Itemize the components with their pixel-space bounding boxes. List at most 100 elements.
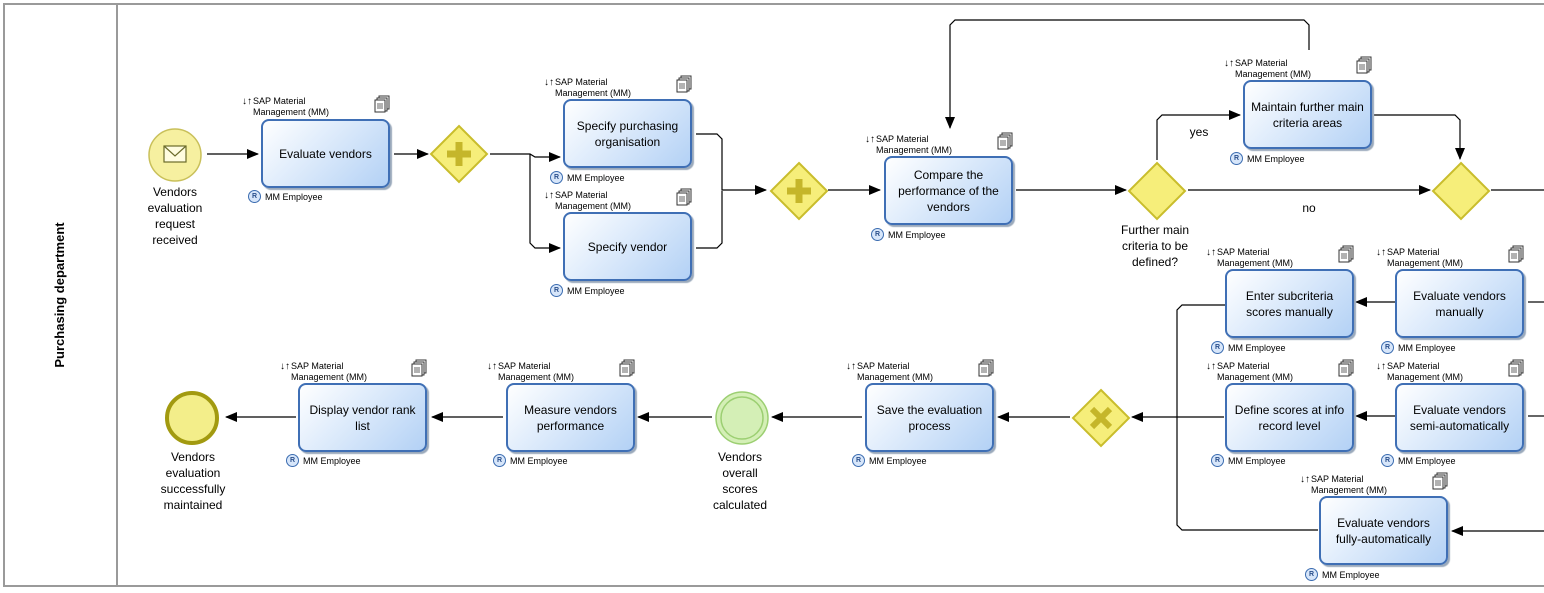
- flow-purchasing-org-to-join: [696, 133, 767, 195]
- task-specify-purchasing-org[interactable]: Specify purchasing organisation: [563, 99, 692, 168]
- document-icon: [676, 188, 692, 206]
- role-icon: R: [493, 454, 506, 467]
- role-icon: R: [1305, 568, 1318, 581]
- document-icon: [676, 75, 692, 93]
- role-icon: R: [1230, 152, 1243, 165]
- role-icon: R: [1381, 341, 1394, 354]
- task-maintain-further-criteria[interactable]: Maintain further main criteria areas: [1243, 80, 1372, 149]
- document-icon: [1432, 472, 1448, 490]
- intermediate-event-label: Vendors overall scores calculated: [712, 450, 768, 512]
- system-label: ↓↑SAP Material Management (MM): [1206, 247, 1294, 268]
- arrows-icon: ↓↑: [544, 77, 554, 88]
- no-label: no: [1302, 201, 1316, 215]
- arrows-icon: ↓↑: [544, 190, 554, 201]
- role-icon: R: [1211, 454, 1224, 467]
- end-event: [165, 391, 219, 445]
- document-icon: [1338, 245, 1354, 263]
- end-event-label: Vendors evaluation successfully maintain…: [160, 450, 226, 512]
- document-icon: [1508, 359, 1524, 377]
- document-icon: [978, 359, 994, 377]
- role-icon: R: [871, 228, 884, 241]
- system-label: ↓↑SAP Material Management (MM): [280, 361, 368, 382]
- flow-split-to-vendor: [529, 154, 561, 253]
- task-save-evaluation[interactable]: Save the evaluation process: [865, 383, 994, 452]
- x-icon: [1089, 406, 1113, 430]
- decision-question-label: Further main criteria to be defined?: [1120, 223, 1190, 269]
- task-evaluate-semi-automatically[interactable]: Evaluate vendors semi-automatically: [1395, 383, 1524, 452]
- document-icon: [1338, 359, 1354, 377]
- arrows-icon: ↓↑: [1376, 247, 1386, 258]
- arrows-icon: ↓↑: [280, 361, 290, 372]
- flow-split-to-purchasing-org: [490, 152, 561, 162]
- system-label: ↓↑SAP Material Management (MM): [1376, 361, 1464, 382]
- task-display-rank-list[interactable]: Display vendor rank list: [298, 383, 427, 452]
- role-icon: R: [550, 171, 563, 184]
- flow-loop-back: [945, 19, 1310, 129]
- system-label: ↓↑SAP Material Management (MM): [1206, 361, 1294, 382]
- system-label: ↓↑SAP Material Management (MM): [544, 77, 632, 98]
- task-define-scores[interactable]: Define scores at info record level: [1225, 383, 1354, 452]
- start-event-label: Vendors evaluation request received: [147, 185, 203, 247]
- document-icon: [997, 132, 1013, 150]
- system-label: ↓↑SAP Material Management (MM): [242, 96, 330, 117]
- system-label: ↓↑SAP Material Management (MM): [487, 361, 575, 382]
- task-compare-performance[interactable]: Compare the performance of the vendors: [884, 156, 1013, 225]
- yes-label: yes: [1189, 125, 1209, 139]
- document-icon: [619, 359, 635, 377]
- arrows-icon: ↓↑: [242, 96, 252, 107]
- system-label: ↓↑SAP Material Management (MM): [865, 134, 953, 155]
- arrows-icon: ↓↑: [1206, 247, 1216, 258]
- plus-icon: [787, 179, 811, 203]
- role-icon: R: [1211, 341, 1224, 354]
- task-evaluate-manually[interactable]: Evaluate vendors manually: [1395, 269, 1524, 338]
- document-icon: [1508, 245, 1524, 263]
- lane-header-divider: [116, 3, 118, 587]
- role-icon: R: [1381, 454, 1394, 467]
- flow-vendor-to-join: [696, 191, 723, 249]
- task-specify-vendor[interactable]: Specify vendor: [563, 212, 692, 281]
- system-label: ↓↑SAP Material Management (MM): [1376, 247, 1464, 268]
- merge-gateway: [1431, 161, 1491, 221]
- plus-icon: [447, 142, 471, 166]
- role-icon: R: [286, 454, 299, 467]
- pool-frame: [3, 3, 1544, 587]
- task-enter-subcriteria[interactable]: Enter subcriteria scores manually: [1225, 269, 1354, 338]
- task-evaluate-vendors[interactable]: Evaluate vendors: [261, 119, 390, 188]
- role-icon: R: [550, 284, 563, 297]
- system-label: ↓↑SAP Material Management (MM): [846, 361, 934, 382]
- parallel-split-gateway: [429, 124, 489, 184]
- arrows-icon: ↓↑: [1206, 361, 1216, 372]
- arrows-icon: ↓↑: [1224, 58, 1234, 69]
- role-icon: R: [852, 454, 865, 467]
- decision-gateway: [1127, 161, 1187, 221]
- document-icon: [374, 95, 390, 113]
- system-label: ↓↑SAP Material Management (MM): [1224, 58, 1312, 79]
- intermediate-event: [715, 391, 769, 445]
- arrows-icon: ↓↑: [1376, 361, 1386, 372]
- system-label: ↓↑SAP Material Management (MM): [544, 190, 632, 211]
- task-measure-performance[interactable]: Measure vendors performance: [506, 383, 635, 452]
- role-icon: R: [248, 190, 261, 203]
- flow-decision-yes: [1156, 110, 1241, 160]
- exclusive-gateway: [1071, 388, 1131, 448]
- arrows-icon: ↓↑: [487, 361, 497, 372]
- envelope-icon: [163, 145, 187, 163]
- task-evaluate-fully-automatically[interactable]: Evaluate vendors fully-automatically: [1319, 496, 1448, 565]
- flow-maintain-to-merge: [1374, 114, 1465, 160]
- parallel-join-gateway: [769, 161, 829, 221]
